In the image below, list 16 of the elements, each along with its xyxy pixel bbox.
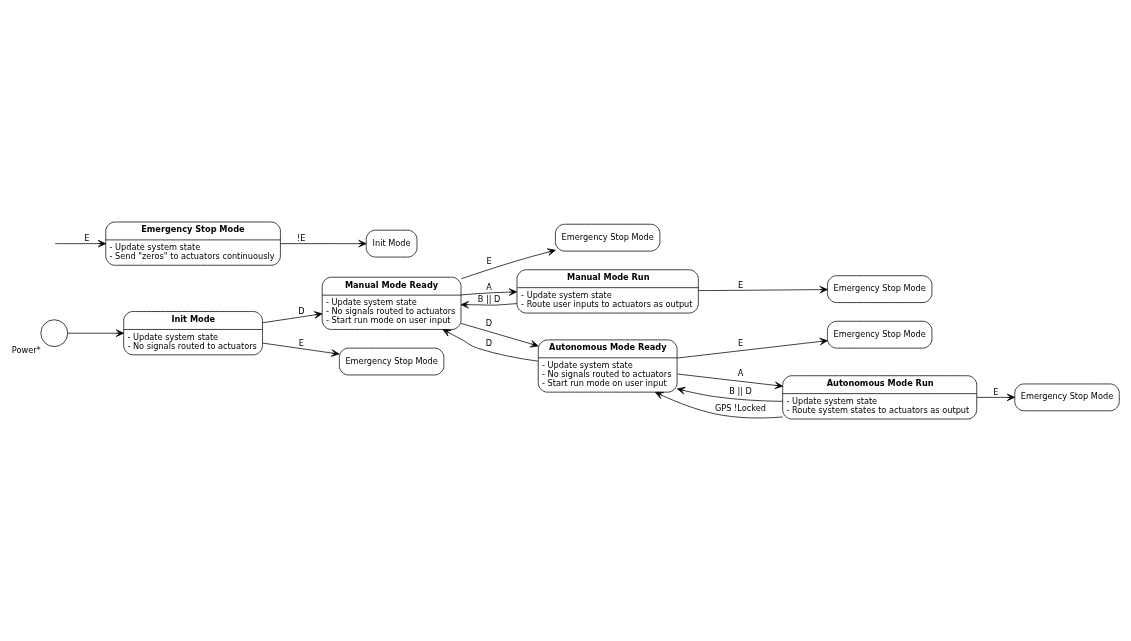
edge-label: A [486, 281, 492, 292]
edge-label: E [84, 233, 90, 244]
edge-label: D [298, 305, 305, 316]
edge-label: B || D [729, 386, 752, 397]
edge-label: B || D [477, 294, 501, 305]
node-label: Power* [11, 345, 41, 356]
edge-label: D [485, 318, 493, 329]
edge-label: E [993, 386, 999, 397]
edge-label: E [737, 337, 744, 348]
edge-label: E [486, 256, 492, 267]
edge-label: D [485, 337, 493, 348]
edge-label: GPS !Locked [715, 403, 767, 414]
edge-label: E [298, 337, 304, 348]
edge-label: !E [297, 233, 306, 244]
edge-label: E [737, 279, 744, 290]
edge-label: A [737, 368, 744, 379]
